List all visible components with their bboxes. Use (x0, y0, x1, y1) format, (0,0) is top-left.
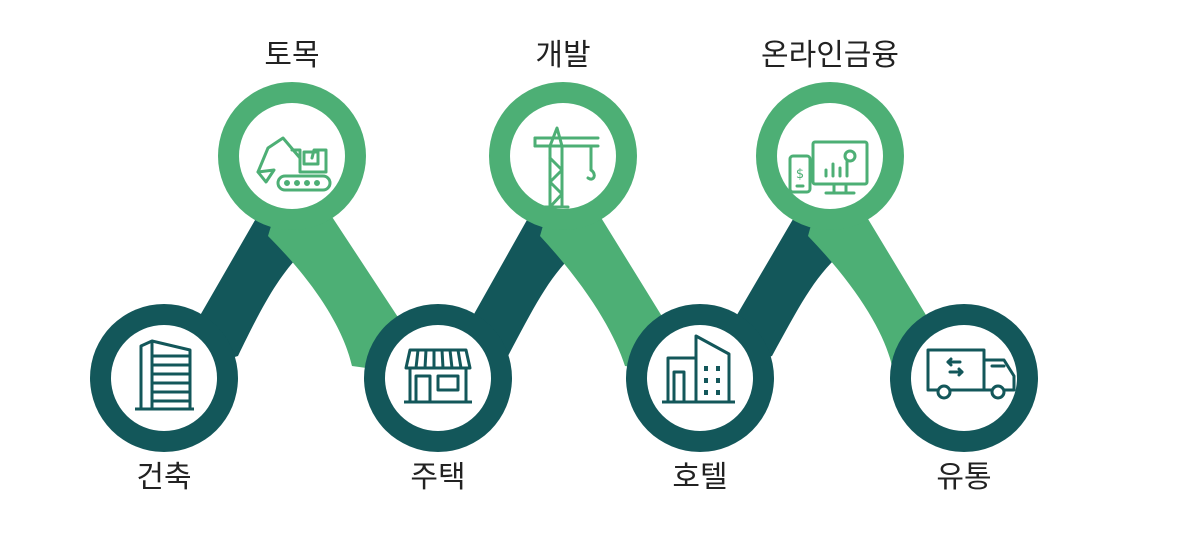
delivery-truck-icon (926, 348, 1016, 400)
node-jutaek (364, 304, 512, 452)
hotel-building-icon (662, 334, 735, 404)
node-geonchuk (90, 304, 238, 452)
node-hotel (626, 304, 774, 452)
building-icon (135, 339, 194, 411)
tower-crane-icon (533, 126, 600, 209)
label-online-finance: 온라인금융 (761, 38, 899, 73)
label-geonchuk: 건축 (136, 460, 192, 495)
label-hotel: 호텔 (672, 460, 728, 495)
svg-text:$: $ (796, 167, 804, 182)
stage-nodes: $ (90, 82, 1038, 452)
excavator-icon (256, 136, 332, 192)
label-gaebal: 개발 (535, 38, 591, 73)
node-online-finance: $ (756, 82, 904, 230)
house-shop-icon (404, 348, 472, 404)
node-yutong (890, 304, 1038, 452)
label-yutong: 유통 (936, 460, 992, 495)
label-jutaek: 주택 (410, 460, 466, 495)
node-gaebal (489, 82, 637, 230)
online-finance-icon: $ (788, 140, 869, 195)
node-tomok (218, 82, 366, 230)
label-tomok: 토목 (264, 38, 320, 73)
